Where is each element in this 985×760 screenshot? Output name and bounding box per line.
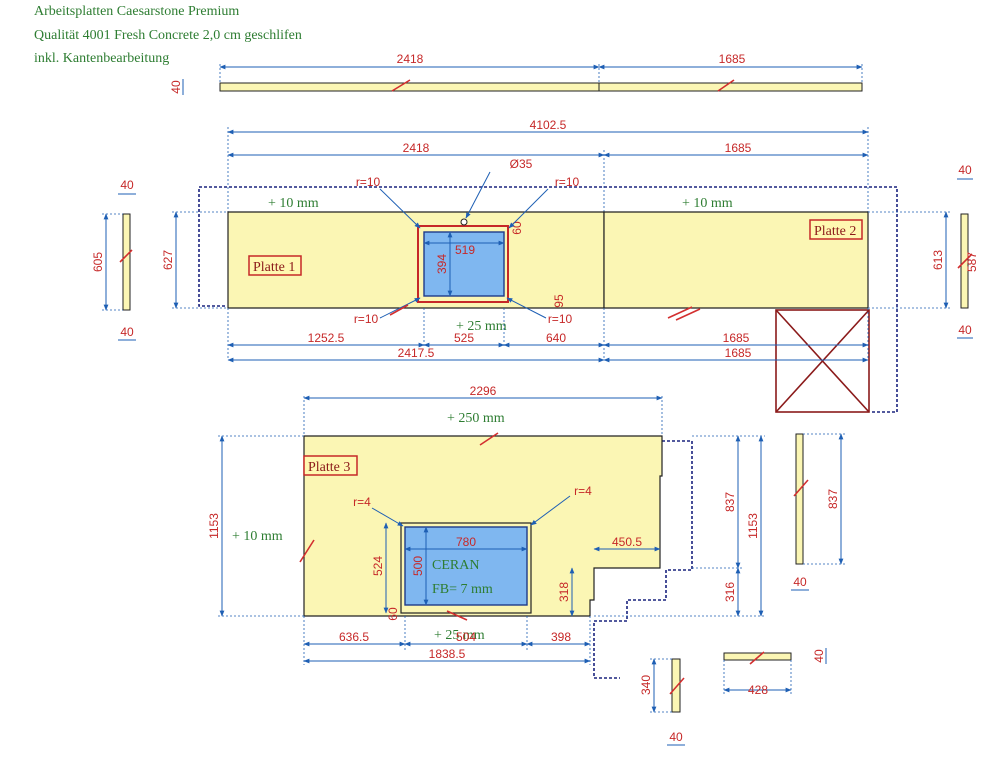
dim-right-edge-t2: 40	[958, 323, 972, 337]
dim-p3-r4a: r=4	[353, 495, 371, 509]
small-piece-428: 428 40	[723, 648, 827, 697]
header-line-1: Arbeitsplatten Caesarstone Premium	[34, 4, 240, 19]
plate-3-outline	[593, 440, 693, 679]
dim-small-340: 340	[639, 675, 653, 695]
dim-bot-525: 525	[454, 331, 474, 345]
dim-top-strip-right: 1685	[719, 52, 746, 66]
dim-bot-1685b: 1685	[725, 346, 752, 360]
dim-ceran-gap: 60	[386, 607, 400, 621]
note-plus10-b: + 10 mm	[682, 196, 733, 211]
label-plate-2: Platte 2	[814, 224, 856, 239]
note-plus10-a: + 10 mm	[268, 196, 319, 211]
dim-r-tr: r=10	[555, 175, 580, 189]
note-plus25-b: + 25 mm	[434, 628, 485, 643]
dim-p2-length: 1685	[725, 141, 752, 155]
dim-r-br: r=10	[548, 312, 573, 326]
dim-sink-side-top: 60	[510, 221, 524, 235]
dim-p1-depth: 627	[161, 250, 175, 270]
top-edge-strip: 2418 1685 40	[169, 52, 863, 95]
dim-p3-left-h: 1153	[207, 513, 221, 539]
dim-small-340-t: 40	[669, 730, 683, 744]
dim-small-428-t: 40	[812, 649, 826, 663]
dim-total: 4102.5	[530, 118, 567, 132]
plate-1-2: 519 394 60 95 r=10 r=10 r=10 r=10 Ø35 + …	[161, 157, 950, 334]
dim-hole: Ø35	[510, 157, 533, 171]
dim-right-edge-len: 587	[965, 252, 979, 272]
dim-ceran-inner: 500	[411, 556, 425, 576]
tap-hole	[460, 218, 468, 226]
dim-top-strip-left: 2418	[397, 52, 424, 66]
dim-side-837-t: 40	[793, 575, 807, 589]
dim-p3-bot-636: 636.5	[339, 630, 369, 644]
dim-bot-1685a: 1685	[723, 331, 750, 345]
dim-right-edge-t1: 40	[958, 163, 972, 177]
dim-left-edge-t2: 40	[120, 325, 134, 339]
dim-p3-r4b: r=4	[574, 484, 592, 498]
side-piece-837: 837 40	[791, 433, 845, 591]
upper-outline	[198, 186, 898, 413]
left-edge-piece: 605 40 40	[91, 178, 136, 341]
dim-p3-bot-total: 1838.5	[429, 647, 466, 661]
header-line-2: Qualität 4001 Fresh Concrete 2,0 cm gesc…	[34, 28, 302, 43]
note-fb: FB= 7 mm	[432, 582, 493, 597]
header-line-3: inkl. Kantenbearbeitung	[34, 51, 170, 66]
right-edge-piece: 587 40 40	[957, 163, 979, 339]
sink-frame	[417, 225, 509, 303]
dim-p3-width: 2296	[470, 384, 497, 398]
dim-ceran-outer: 524	[371, 556, 385, 576]
dim-left-edge-len: 605	[91, 252, 105, 272]
top-strip-rect	[219, 82, 863, 92]
dim-sink-side-bot: 95	[552, 294, 566, 308]
note-plus10-c: + 10 mm	[232, 529, 283, 544]
dim-left-edge-t1: 40	[120, 178, 134, 192]
label-plate-3: Platte 3	[308, 460, 350, 475]
small-piece-340: 340 40	[639, 658, 685, 746]
dim-r-bl: r=10	[354, 312, 379, 326]
upper-bottom-dims: 1252.5 525 640 1685 2417.5 1685	[227, 308, 869, 363]
note-ceran: CERAN	[432, 558, 479, 573]
appliance-box	[775, 309, 870, 413]
dim-top-strip-thick: 40	[169, 80, 183, 94]
dim-small-428: 428	[748, 683, 768, 697]
dim-p2-depth: 613	[931, 250, 945, 270]
dim-bot-1252: 1252.5	[308, 331, 345, 345]
overall-dims: 4102.5 2418 1685	[227, 118, 869, 212]
note-plus25: + 25 mm	[456, 319, 507, 334]
dim-sink-width: 519	[455, 243, 475, 257]
dim-p1-length: 2418	[403, 141, 430, 155]
dim-r-tl: r=10	[356, 175, 381, 189]
label-plate-1: Platte 1	[253, 260, 295, 275]
plate-3: CERAN FB= 7 mm 780 500 524 60 r=4 r=4 Pl…	[207, 384, 765, 679]
dim-ceran-w: 780	[456, 535, 476, 549]
dim-side-837: 837	[826, 489, 840, 509]
note-plus250: + 250 mm	[447, 411, 505, 426]
dim-sink-depth: 394	[435, 254, 449, 274]
dim-bot-640: 640	[546, 331, 566, 345]
dim-p3-right-316: 316	[723, 582, 737, 602]
dim-p3-bot-504: 504	[456, 630, 476, 644]
dim-bot-2417: 2417.5	[398, 346, 435, 360]
dim-step-450: 450.5	[612, 535, 642, 549]
dim-p3-right-837: 837	[723, 492, 737, 512]
dim-step-318: 318	[557, 582, 571, 602]
dim-p3-right-1153: 1153	[746, 513, 760, 539]
dim-p3-bot-398: 398	[551, 630, 571, 644]
